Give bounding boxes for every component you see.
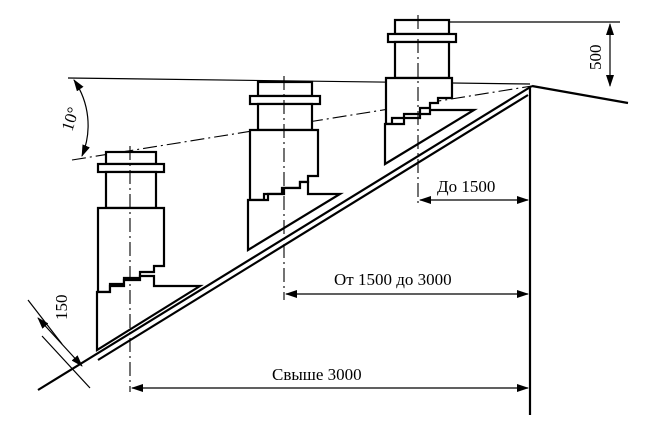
labels: 10° 500 150 До 1500 От 1500 до 3000 Свыш… xyxy=(52,45,605,385)
chimney-near-body xyxy=(384,76,454,126)
roof-slope-line xyxy=(37,85,533,391)
chimney-far-neck xyxy=(104,170,158,210)
chimney-far xyxy=(95,146,204,392)
chimney-far-base xyxy=(95,274,204,352)
ten-degree-line xyxy=(71,85,533,161)
chimney-middle-neck xyxy=(256,102,314,132)
dim-near-label: До 1500 xyxy=(437,177,495,196)
chimney-middle xyxy=(246,76,344,300)
dimensions xyxy=(27,21,620,392)
roof-ridge-right xyxy=(531,84,629,105)
chimney-near-ridge xyxy=(383,15,478,205)
chimney-near-neck xyxy=(393,40,451,80)
dim-mid-label: От 1500 до 3000 xyxy=(334,270,452,289)
roof xyxy=(37,84,629,415)
chimney-far-cap xyxy=(104,150,158,166)
chimney-middle-cap xyxy=(256,80,314,98)
chimney-middle-base xyxy=(246,180,344,252)
chimney-near-base xyxy=(383,108,478,166)
chimney-middle-collar xyxy=(248,94,322,106)
roof-parapet-line xyxy=(97,94,529,361)
angle-arc xyxy=(73,79,90,157)
offset-dimension-line xyxy=(37,317,83,367)
chimney-near-cap xyxy=(393,18,451,36)
offset-label: 150 xyxy=(52,295,71,321)
angle-label: 10° xyxy=(58,105,83,134)
chimney-far-collar xyxy=(96,162,166,174)
height-label: 500 xyxy=(586,45,605,71)
chimney-near-collar xyxy=(386,32,458,44)
dim-far-label: Свыше 3000 xyxy=(272,365,362,384)
